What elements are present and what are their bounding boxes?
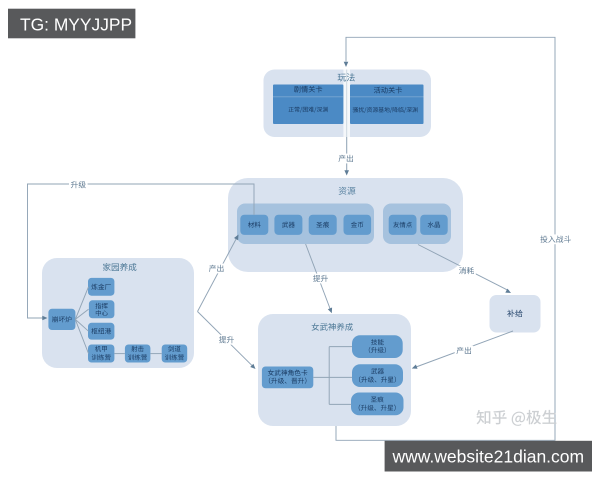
svg-text:TG: MYYJJPP: TG: MYYJJPP: [20, 14, 132, 34]
svg-text:www.website21dian.com: www.website21dian.com: [391, 447, 584, 467]
